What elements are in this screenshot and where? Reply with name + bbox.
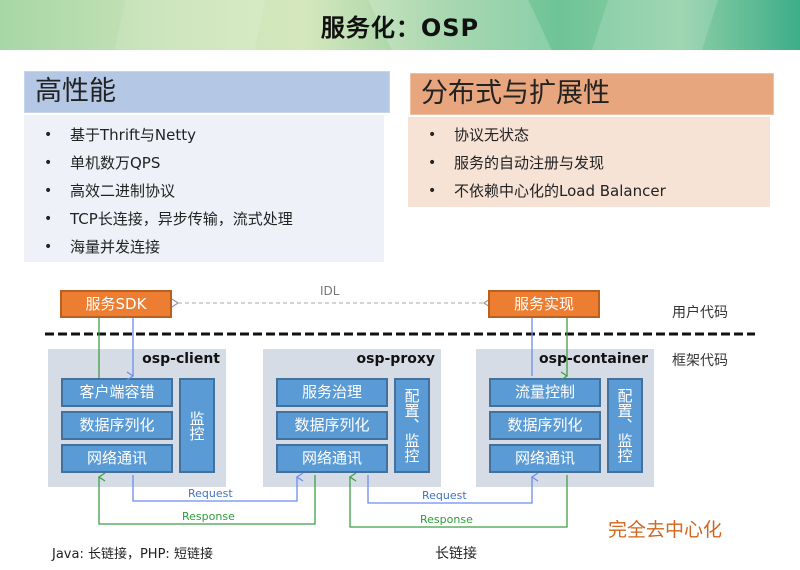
user-code-label: 用户代码 [672,305,728,321]
distributed-list: •协议无状态 •服务的自动注册与发现 •不依赖中心化的Load Balancer [408,117,770,205]
list-item: •海量并发连接 [24,233,384,261]
connection-note-left: Java: 长链接，PHP: 短链接 [52,547,213,562]
module-box: 流量控制 [489,378,601,407]
architecture-diagram: osp-client osp-proxy osp-container 客户端容错… [0,270,800,570]
list-item: •TCP长连接，异步传输，流式处理 [24,205,384,233]
module-box: 网络通讯 [489,444,601,473]
connector-lines [45,270,755,528]
bullet-icon: • [44,127,53,143]
response-line [350,475,568,528]
list-item: •高效二进制协议 [24,177,384,205]
list-item: •不依赖中心化的Load Balancer [408,177,770,205]
module-box: 数据序列化 [489,411,601,440]
slide-title: 服务化：OSP [320,14,480,42]
monitor-box: 监控 [179,378,215,473]
list-item: •基于Thrift与Netty [24,121,384,149]
bullet-icon: • [44,211,53,227]
performance-list: •基于Thrift与Netty •单机数万QPS •高效二进制协议 •TCP长连… [24,115,384,261]
module-box: 数据序列化 [276,411,388,440]
distributed-heading: 分布式与扩展性 [410,73,774,115]
module-box: 服务治理 [276,378,388,407]
bullet-icon: • [44,239,53,255]
list-item: •协议无状态 [408,121,770,149]
performance-heading: 高性能 [24,71,390,113]
container-label: osp-client [142,351,220,367]
connection-note-middle: 长链接 [435,546,477,562]
container-label: osp-container [539,351,648,367]
response-line [99,475,316,525]
response-label: Response [182,510,235,523]
response-label: Response [420,513,473,526]
service-impl-node: 服务实现 [488,290,600,318]
distributed-panel: •协议无状态 •服务的自动注册与发现 •不依赖中心化的Load Balancer [408,117,770,207]
request-line [132,475,297,502]
idl-label: IDL [320,284,340,298]
module-box: 网络通讯 [276,444,388,473]
list-item: •服务的自动注册与发现 [408,149,770,177]
module-box: 客户端容错 [61,378,173,407]
bullet-icon: • [428,155,437,171]
service-sdk-node: 服务SDK [60,290,172,318]
list-item: •单机数万QPS [24,149,384,177]
framework-code-label: 框架代码 [672,353,728,369]
module-box: 网络通讯 [61,444,173,473]
module-box: 数据序列化 [61,411,173,440]
bullet-icon: • [44,155,53,171]
request-line [367,475,532,504]
decentralized-note: 完全去中心化 [608,519,723,541]
performance-panel: •基于Thrift与Netty •单机数万QPS •高效二进制协议 •TCP长连… [24,115,384,262]
config-monitor-box: 配置、监控 [607,378,643,473]
request-label: Request [422,489,467,502]
config-monitor-box: 配置、监控 [394,378,430,473]
request-label: Request [188,487,233,500]
bullet-icon: • [428,127,437,143]
container-label: osp-proxy [356,351,435,367]
bullet-icon: • [428,183,437,199]
title-banner: 服务化：OSP [0,0,800,50]
bullet-icon: • [44,183,53,199]
